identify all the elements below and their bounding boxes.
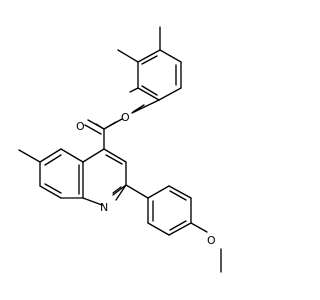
- double-bond-inner: [141, 85, 158, 96]
- bond: [137, 87, 160, 101]
- methoxy-bond: [190, 222, 208, 233]
- bond: [168, 185, 192, 199]
- double-bond-inner: [105, 154, 123, 165]
- double-bond-inner: [169, 190, 187, 201]
- bond: [168, 222, 192, 236]
- double-bond-inner: [44, 154, 62, 166]
- ester-bond: [131, 99, 160, 114]
- bond: [82, 197, 103, 206]
- ester-oxygen-bond: [132, 104, 145, 113]
- ester-oxygen-label: O: [121, 111, 130, 124]
- carbonyl-oxygen-label: O: [76, 120, 85, 133]
- bond: [39, 185, 62, 199]
- structure-canvas: O O N O: [18, 26, 222, 273]
- methyl-bond: [18, 149, 41, 163]
- carbonyl-double-bond: [87, 119, 105, 130]
- pyridine-ring: [82, 148, 127, 206]
- bond: [103, 148, 127, 163]
- bond: [39, 148, 62, 163]
- bond: [147, 222, 170, 236]
- methoxyphenyl-ring: [147, 185, 192, 236]
- bond: [147, 185, 170, 199]
- double-bond-inner: [141, 55, 158, 65]
- bond: [137, 49, 161, 63]
- molecule-structure: O O N O: [18, 26, 222, 273]
- benzo-ring: [39, 148, 84, 199]
- carbonyl-double-bond: [84, 124, 102, 135]
- ester-bond: [103, 118, 123, 130]
- quinoline-to-aryl-bond: [125, 184, 149, 199]
- double-bond-inner: [112, 186, 122, 194]
- quinoline-nitrogen-label: N: [100, 201, 108, 214]
- bond: [112, 184, 127, 196]
- ring-to-ester-oxygen-bond: [129, 87, 139, 93]
- dimethylphenyl-ring: [137, 49, 182, 101]
- bond: [158, 87, 182, 101]
- methoxy-oxygen-label: O: [207, 234, 216, 247]
- methyl-bond: [117, 49, 139, 63]
- bond: [82, 148, 105, 163]
- double-bond-inner: [44, 183, 62, 194]
- double-bond-inner: [169, 220, 187, 231]
- c2-n-bond: [115, 184, 127, 201]
- bond: [159, 49, 182, 63]
- bond: [60, 148, 84, 163]
